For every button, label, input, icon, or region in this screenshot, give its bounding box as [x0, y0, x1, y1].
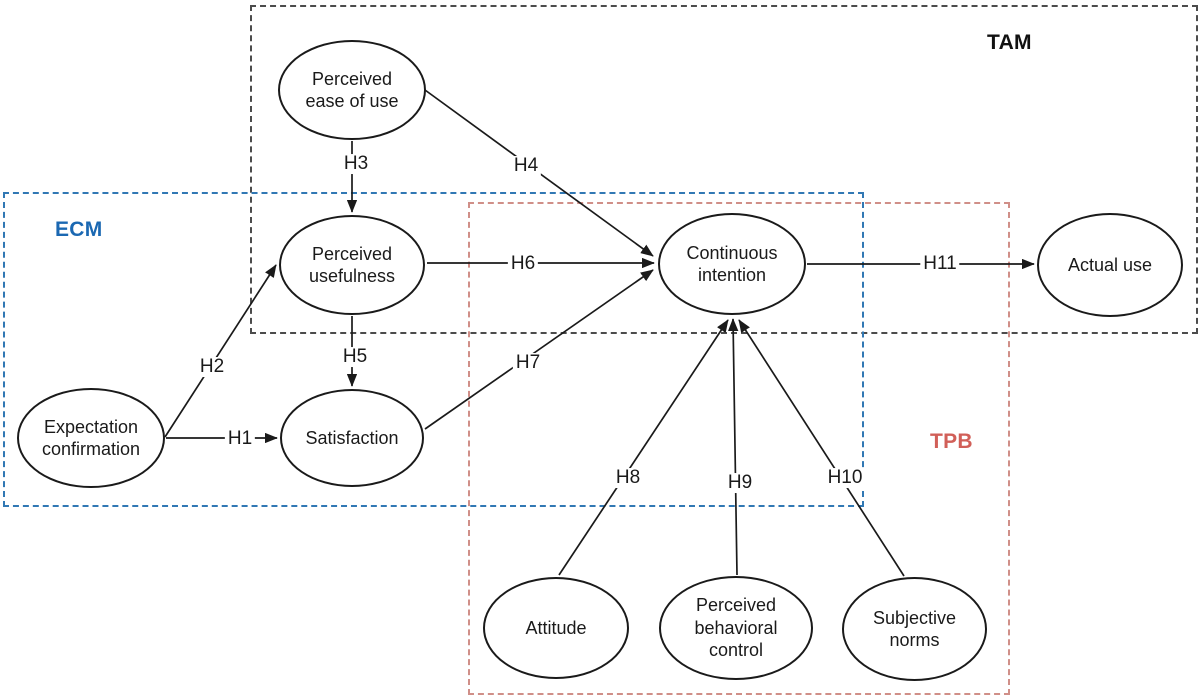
node-perceived-ease-of-use: Perceived ease of use [278, 40, 426, 140]
group-box-tpb: TPB [468, 202, 1010, 695]
node-label: Perceived ease of use [305, 68, 399, 112]
node-label: Expectation confirmation [41, 416, 141, 460]
edge-h8 [558, 319, 729, 576]
edge-h9 [727, 318, 739, 576]
edge-label-h8: H8 [612, 468, 644, 488]
node-label: Continuous intention [686, 242, 778, 286]
node-perceived-behavioral-control: Perceived behavioral control [659, 576, 813, 680]
edge-label-h11: H11 [920, 254, 960, 274]
edge-label-h9: H9 [724, 473, 756, 493]
edge-label-h6: H6 [507, 254, 539, 274]
edge-label-h2: H2 [196, 357, 228, 377]
node-actual-use: Actual use [1037, 213, 1183, 317]
node-label: Satisfaction [305, 427, 399, 448]
group-label-tam: TAM [987, 31, 1032, 54]
edge-h10 [738, 319, 905, 577]
edge-label-h4: H4 [510, 156, 542, 176]
node-label: Perceived usefulness [308, 243, 396, 287]
edge-label-h7: H7 [512, 353, 544, 373]
group-box-ecm: ECM [3, 192, 864, 507]
node-subjective-norms: Subjective norms [842, 577, 987, 681]
edge-label-h3: H3 [340, 154, 372, 174]
node-label: Perceived behavioral control [694, 595, 778, 661]
node-label: Attitude [525, 617, 587, 638]
edge-label-h10: H10 [824, 468, 866, 488]
node-satisfaction: Satisfaction [280, 389, 424, 487]
node-continuous-intention: Continuous intention [658, 213, 806, 315]
node-attitude: Attitude [483, 577, 629, 679]
edge-h2 [164, 264, 277, 438]
node-label: Subjective norms [872, 607, 957, 651]
group-label-ecm: ECM [55, 218, 103, 241]
edge-h7 [424, 269, 654, 430]
group-label-tpb: TPB [930, 430, 973, 453]
edge-label-h1: H1 [224, 429, 256, 449]
node-expectation-confirmation: Expectation confirmation [17, 388, 165, 488]
node-perceived-usefulness: Perceived usefulness [279, 215, 425, 315]
node-label: Actual use [1067, 254, 1153, 275]
edge-label-h5: H5 [339, 347, 371, 367]
group-box-tam: TAM [250, 5, 1198, 334]
